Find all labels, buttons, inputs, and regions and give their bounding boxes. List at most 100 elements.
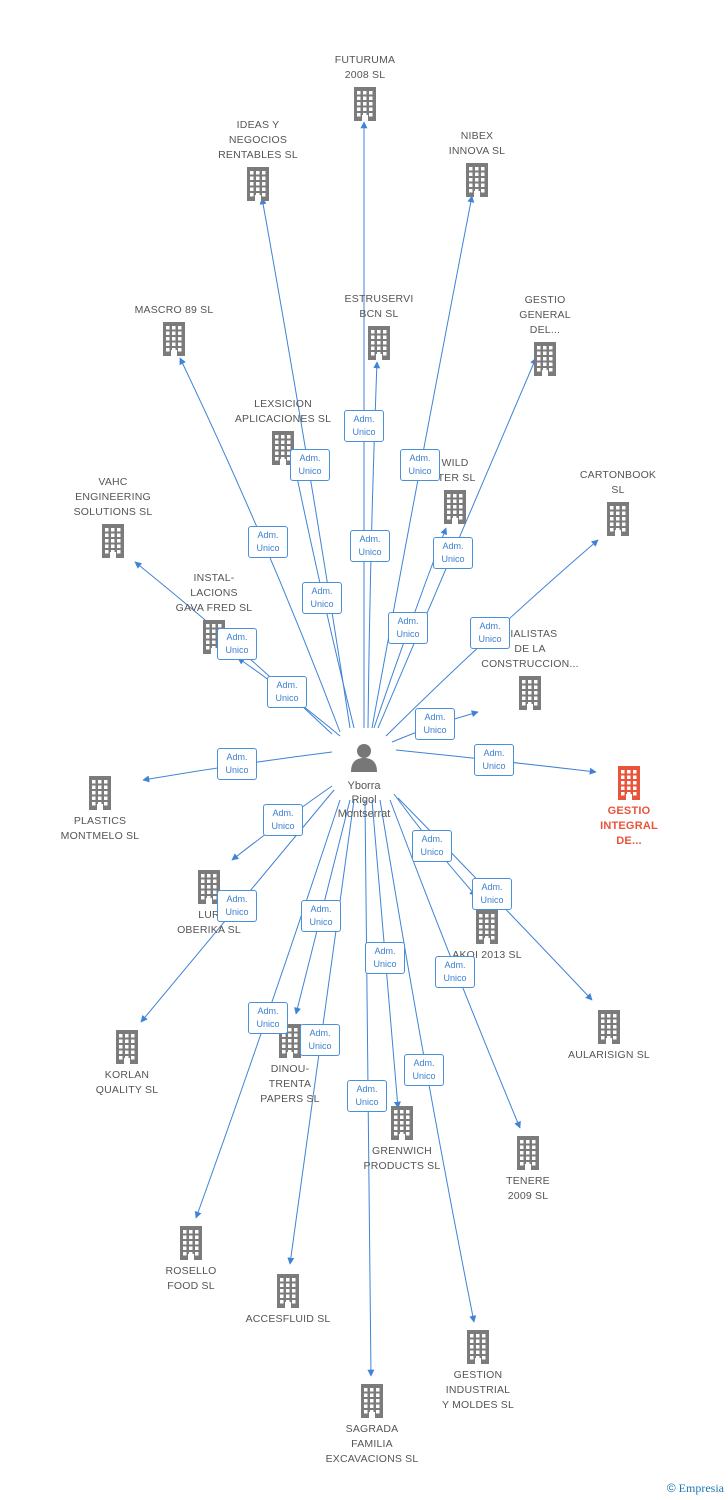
edge-badge[interactable]: Adm. Unico: [400, 449, 440, 481]
company-node[interactable]: CARTONBOOK SL: [553, 468, 683, 536]
company-name: NIBEX INNOVA SL: [448, 130, 506, 157]
building-icon: [89, 776, 111, 810]
building-icon: [391, 1106, 413, 1140]
edge-badge[interactable]: Adm. Unico: [474, 744, 514, 776]
edge-badge[interactable]: Adm. Unico: [435, 956, 475, 988]
edge-badge[interactable]: Adm. Unico: [248, 526, 288, 558]
copyright-symbol: ©: [666, 1481, 676, 1495]
company-node[interactable]: PLASTICS MONTMELO SL: [35, 776, 165, 844]
edge-badge[interactable]: Adm. Unico: [301, 900, 341, 932]
building-icon: [618, 766, 640, 800]
building-icon: [354, 87, 376, 121]
company-node[interactable]: TENERE 2009 SL: [463, 1136, 593, 1204]
company-node[interactable]: INSTAL- LACIONS GAVA FRED SL: [149, 571, 279, 654]
edge-badge[interactable]: Adm. Unico: [415, 708, 455, 740]
company-name: ESTRUSERVI BCN SL: [344, 293, 414, 320]
company-name: CARTONBOOK SL: [579, 469, 657, 496]
edge-badge[interactable]: Adm. Unico: [302, 582, 342, 614]
company-name: GRENWICH PRODUCTS SL: [363, 1145, 441, 1172]
company-name: SAGRADA FAMILIA EXCAVACIONS SL: [325, 1423, 419, 1465]
company-name: VAHC ENGINEERING SOLUTIONS SL: [73, 476, 153, 518]
edge-badge[interactable]: Adm. Unico: [388, 612, 428, 644]
company-node[interactable]: NIBEX INNOVA SL: [412, 129, 542, 197]
company-name: IDEAS Y NEGOCIOS RENTABLES SL: [218, 119, 298, 161]
edge-badge[interactable]: Adm. Unico: [412, 830, 452, 862]
company-name: KORLAN QUALITY SL: [95, 1069, 159, 1096]
edge-badge[interactable]: Adm. Unico: [300, 1024, 340, 1056]
edge-badge[interactable]: Adm. Unico: [217, 628, 257, 660]
company-node[interactable]: GESTION INDUSTRIAL Y MOLDES SL: [413, 1330, 543, 1413]
edge-badge[interactable]: Adm. Unico: [290, 449, 330, 481]
company-name: ACCESFLUID SL: [245, 1313, 331, 1325]
company-node[interactable]: ROSELLO FOOD SL: [126, 1226, 256, 1294]
company-node[interactable]: GESTIO GENERAL DEL...: [480, 293, 610, 376]
company-name: DINOU- TRENTA PAPERS SL: [260, 1063, 320, 1105]
company-name: INSTAL- LACIONS GAVA FRED SL: [175, 572, 253, 614]
edge-badge[interactable]: Adm. Unico: [217, 748, 257, 780]
company-name: GESTION INDUSTRIAL Y MOLDES SL: [441, 1369, 515, 1411]
company-name: CIALISTAS DE LA CONSTRUCCION...: [481, 628, 579, 670]
company-node[interactable]: GRENWICH PRODUCTS SL: [337, 1106, 467, 1174]
company-node[interactable]: ACCESFLUID SL: [223, 1274, 353, 1327]
building-icon: [198, 870, 220, 904]
edge-badge[interactable]: Adm. Unico: [344, 410, 384, 442]
company-node[interactable]: MASCRO 89 SL: [109, 303, 239, 356]
company-name: WILD ITER SL: [434, 457, 476, 484]
company-node[interactable]: AULARISIGN SL: [544, 1010, 674, 1063]
company-node[interactable]: FUTURUMA 2008 SL: [300, 53, 430, 121]
company-name: MASCRO 89 SL: [134, 304, 214, 316]
building-icon: [361, 1384, 383, 1418]
edge-badge[interactable]: Adm. Unico: [347, 1080, 387, 1112]
person-node[interactable]: Yborra Rigol Montserrat: [299, 742, 429, 821]
building-icon: [598, 1010, 620, 1044]
company-name: LEXSICION APLICACIONES SL: [234, 398, 332, 425]
edge-badge[interactable]: Adm. Unico: [248, 1002, 288, 1034]
building-icon: [607, 502, 629, 536]
company-name: LUR OBERIKA SL: [177, 909, 241, 936]
building-icon: [102, 524, 124, 558]
edge-badge[interactable]: Adm. Unico: [404, 1054, 444, 1086]
edge-badge[interactable]: Adm. Unico: [470, 617, 510, 649]
building-icon: [247, 167, 269, 201]
brand-logo: Empresia: [678, 1481, 724, 1495]
building-icon: [368, 326, 390, 360]
building-icon: [180, 1226, 202, 1260]
company-node[interactable]: DINOU- TRENTA PAPERS SL: [225, 1024, 355, 1107]
edge-badge[interactable]: Adm. Unico: [472, 878, 512, 910]
building-icon: [467, 1330, 489, 1364]
edge-badge[interactable]: Adm. Unico: [217, 890, 257, 922]
edge-badge[interactable]: Adm. Unico: [350, 530, 390, 562]
company-node[interactable]: LEXSICION APLICACIONES SL: [218, 397, 348, 465]
edge-badge[interactable]: Adm. Unico: [263, 804, 303, 836]
building-icon: [476, 910, 498, 944]
building-icon: [444, 490, 466, 524]
company-name: ROSELLO FOOD SL: [165, 1265, 217, 1292]
building-icon: [163, 322, 185, 356]
edge-badge[interactable]: Adm. Unico: [267, 676, 307, 708]
company-name: GESTIO INTEGRAL DE...: [600, 805, 658, 847]
person-name: Yborra Rigol Montserrat: [337, 780, 391, 820]
person-icon: [351, 744, 377, 772]
building-icon: [517, 1136, 539, 1170]
building-icon: [277, 1274, 299, 1308]
company-name: TENERE 2009 SL: [506, 1175, 550, 1202]
brand-footer[interactable]: ©Empresia: [667, 1481, 724, 1496]
company-node[interactable]: IDEAS Y NEGOCIOS RENTABLES SL: [193, 118, 323, 201]
company-name: AULARISIGN SL: [568, 1049, 650, 1061]
company-node[interactable]: AKOI 2013 SL: [422, 910, 552, 963]
company-node[interactable]: ESTRUSERVI BCN SL: [314, 292, 444, 360]
building-icon: [519, 676, 541, 710]
edge-badge[interactable]: Adm. Unico: [433, 537, 473, 569]
company-node[interactable]: CIALISTAS DE LA CONSTRUCCION...: [465, 627, 595, 710]
company-node[interactable]: SAGRADA FAMILIA EXCAVACIONS SL: [307, 1384, 437, 1467]
building-icon: [116, 1030, 138, 1064]
building-icon: [272, 431, 294, 465]
company-node[interactable]: WILD ITER SL: [390, 456, 520, 524]
company-node[interactable]: LUR OBERIKA SL: [144, 870, 274, 938]
edge-badge[interactable]: Adm. Unico: [365, 942, 405, 974]
company-node[interactable]: GESTIO INTEGRAL DE...: [564, 766, 694, 849]
company-name: GESTIO GENERAL DEL...: [519, 294, 571, 336]
company-node[interactable]: KORLAN QUALITY SL: [62, 1030, 192, 1098]
building-icon: [466, 163, 488, 197]
company-node[interactable]: VAHC ENGINEERING SOLUTIONS SL: [48, 475, 178, 558]
